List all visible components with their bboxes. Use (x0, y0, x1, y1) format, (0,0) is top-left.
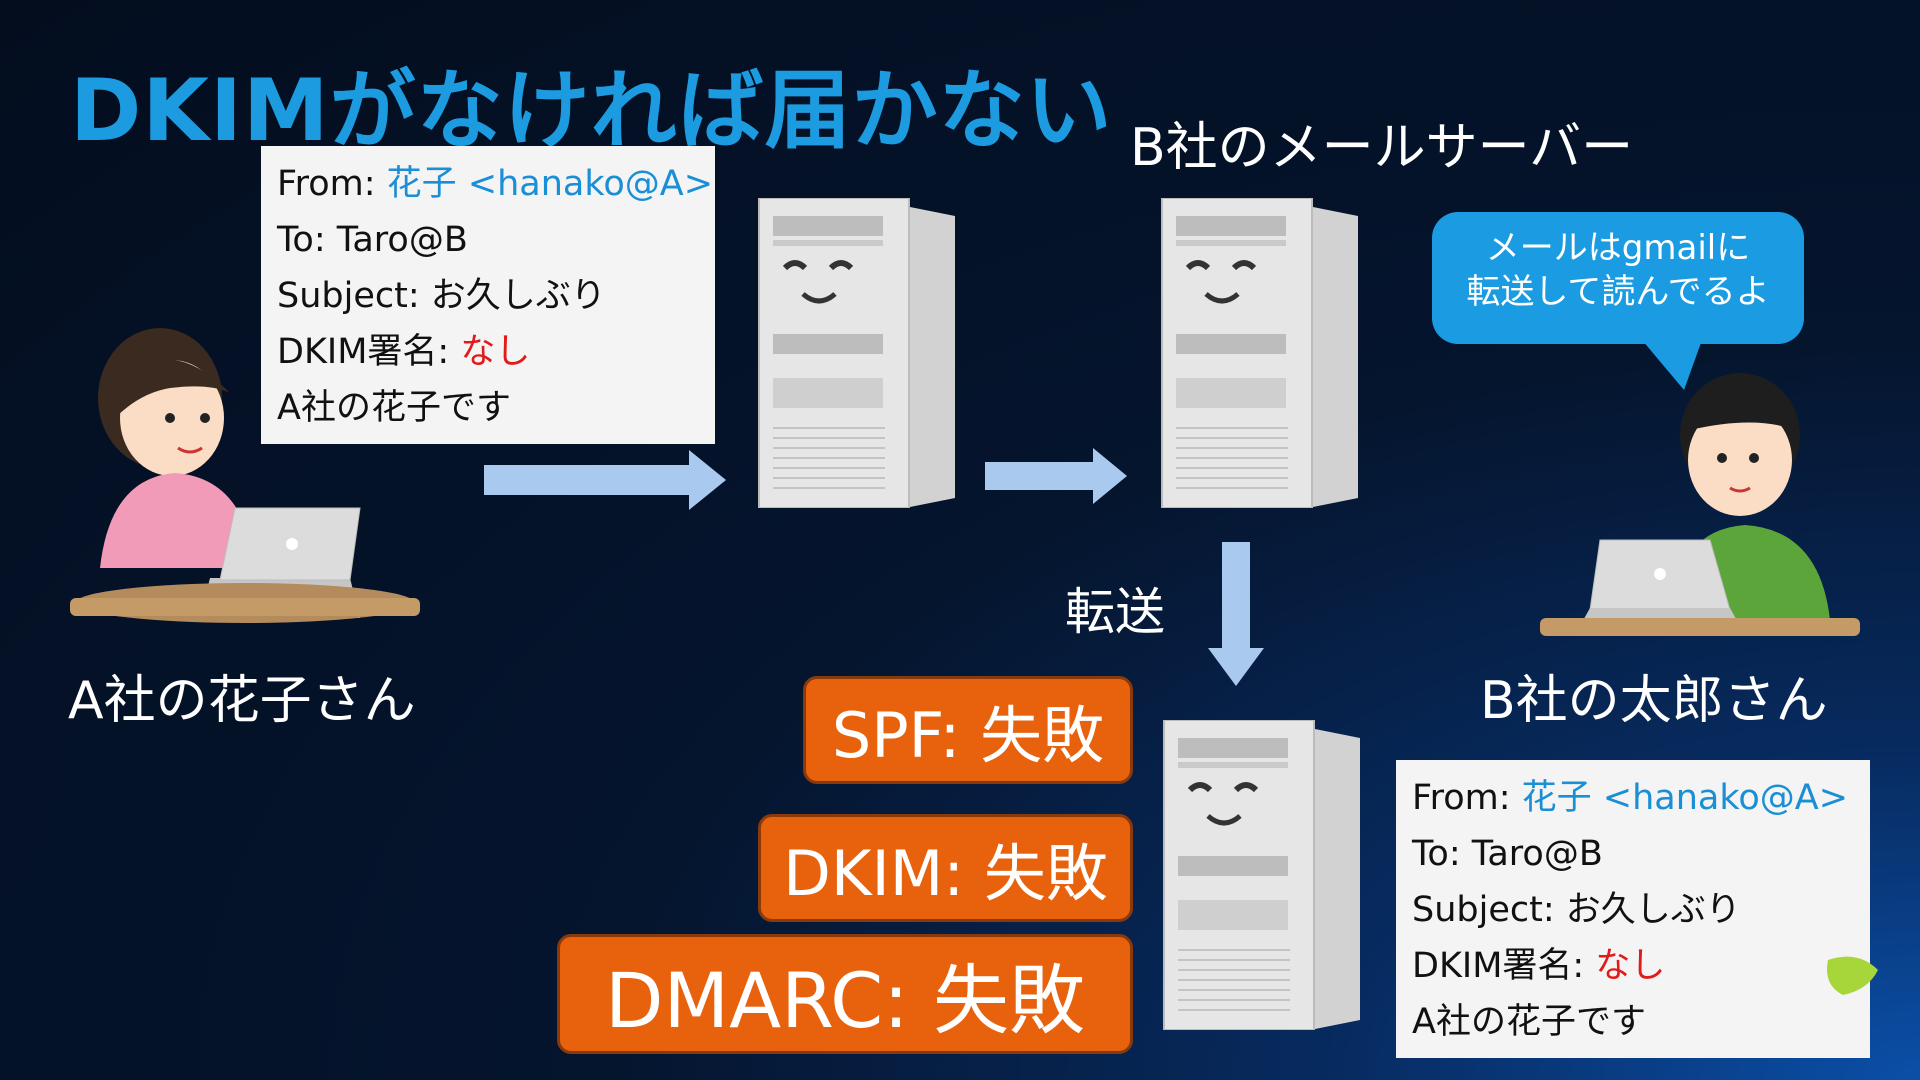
email-body-line: A社の花子です (277, 388, 511, 428)
email-card-sent: From: 花子 <hanako@A> To: Taro@B Subject: … (261, 146, 715, 444)
arrow-right-icon (985, 448, 1127, 504)
forward-label: 転送 (1065, 583, 1165, 641)
server-a-icon (758, 198, 955, 508)
dmarc-fail-badge: DMARC: 失敗 (557, 934, 1133, 1054)
email-to-line: To: Taro@B (1412, 834, 1603, 874)
email-from-line: From: 花子 <hanako@A> (1412, 778, 1849, 818)
arrow-down-icon (1208, 542, 1264, 686)
b-server-label: B社のメールサーバー (1130, 118, 1634, 178)
email-body-line: A社の花子です (1412, 1002, 1646, 1042)
email-dkim-line: DKIM署名: なし (1412, 946, 1666, 986)
email-dkim-value: なし (1595, 946, 1666, 986)
bubble-line-1: メールはgmailに (1485, 228, 1751, 268)
a-person-label: A社の花子さん (68, 671, 416, 731)
email-to-line: To: Taro@B (277, 220, 468, 260)
b-person-label: B社の太郎さん (1480, 671, 1828, 731)
email-dkim-line: DKIM署名: なし (277, 332, 531, 372)
email-subject-line: Subject: お久しぶり (277, 276, 606, 316)
email-from-line: From: 花子 <hanako@A> (277, 164, 714, 204)
bubble-line-2: 転送して読んでるよ (1466, 272, 1770, 312)
email-dkim-value: なし (460, 332, 531, 372)
dkim-fail-badge: DKIM: 失敗 (758, 814, 1133, 922)
server-gmail-icon (1163, 720, 1360, 1030)
email-from-value: 花子 <hanako@A> (1521, 778, 1849, 818)
speech-bubble: メールはgmailに 転送して読んでるよ (1432, 212, 1804, 390)
server-b-icon (1161, 198, 1358, 508)
email-from-value: 花子 <hanako@A> (386, 164, 714, 204)
bubble-tail (1642, 340, 1702, 390)
person-taro-icon (1540, 373, 1860, 636)
person-hanako-icon (70, 328, 420, 623)
page-title: DKIMがなければ届かない (70, 61, 1113, 161)
arrow-right-icon (484, 450, 726, 510)
email-card-received: From: 花子 <hanako@A> To: Taro@B Subject: … (1396, 760, 1870, 1058)
logo-shield-icon (1827, 956, 1878, 995)
email-subject-line: Subject: お久しぶり (1412, 890, 1741, 930)
spf-fail-badge: SPF: 失敗 (803, 676, 1133, 784)
